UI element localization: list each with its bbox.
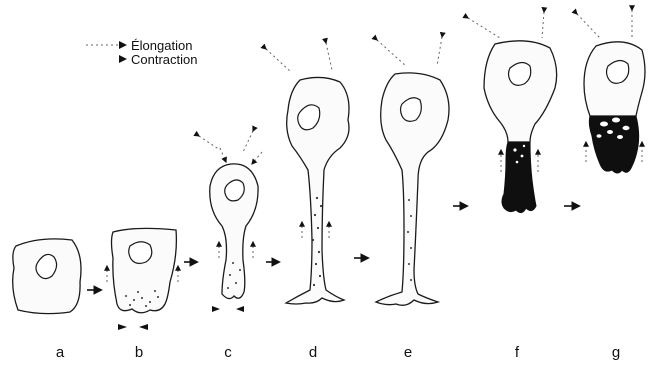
legend-contraction-arrow-icon: [119, 55, 127, 63]
stage-label-c: c: [224, 344, 232, 361]
stage-label-g: g: [612, 344, 620, 361]
legend: Élongation Contraction: [86, 38, 197, 67]
legend-contraction-label: Contraction: [131, 52, 197, 67]
cell-stage-d: [266, 43, 349, 304]
cell-stage-e: [376, 37, 449, 305]
legend-elongation-arrow-icon: [119, 41, 127, 49]
stage-label-b: b: [135, 344, 143, 361]
stage-label-e: e: [404, 344, 412, 361]
cell-stage-f: [468, 12, 557, 213]
cell-stage-c: [199, 131, 262, 312]
legend-elongation-label: Élongation: [131, 38, 192, 53]
cell-stage-b: [107, 228, 178, 330]
cell-stage-g: [577, 10, 645, 173]
stage-label-d: d: [309, 344, 317, 361]
stage-label-a: a: [56, 344, 65, 361]
cell-stage-a: [13, 239, 81, 314]
stage-labels: a b c d e f g: [56, 344, 620, 361]
stage-label-f: f: [515, 344, 520, 361]
